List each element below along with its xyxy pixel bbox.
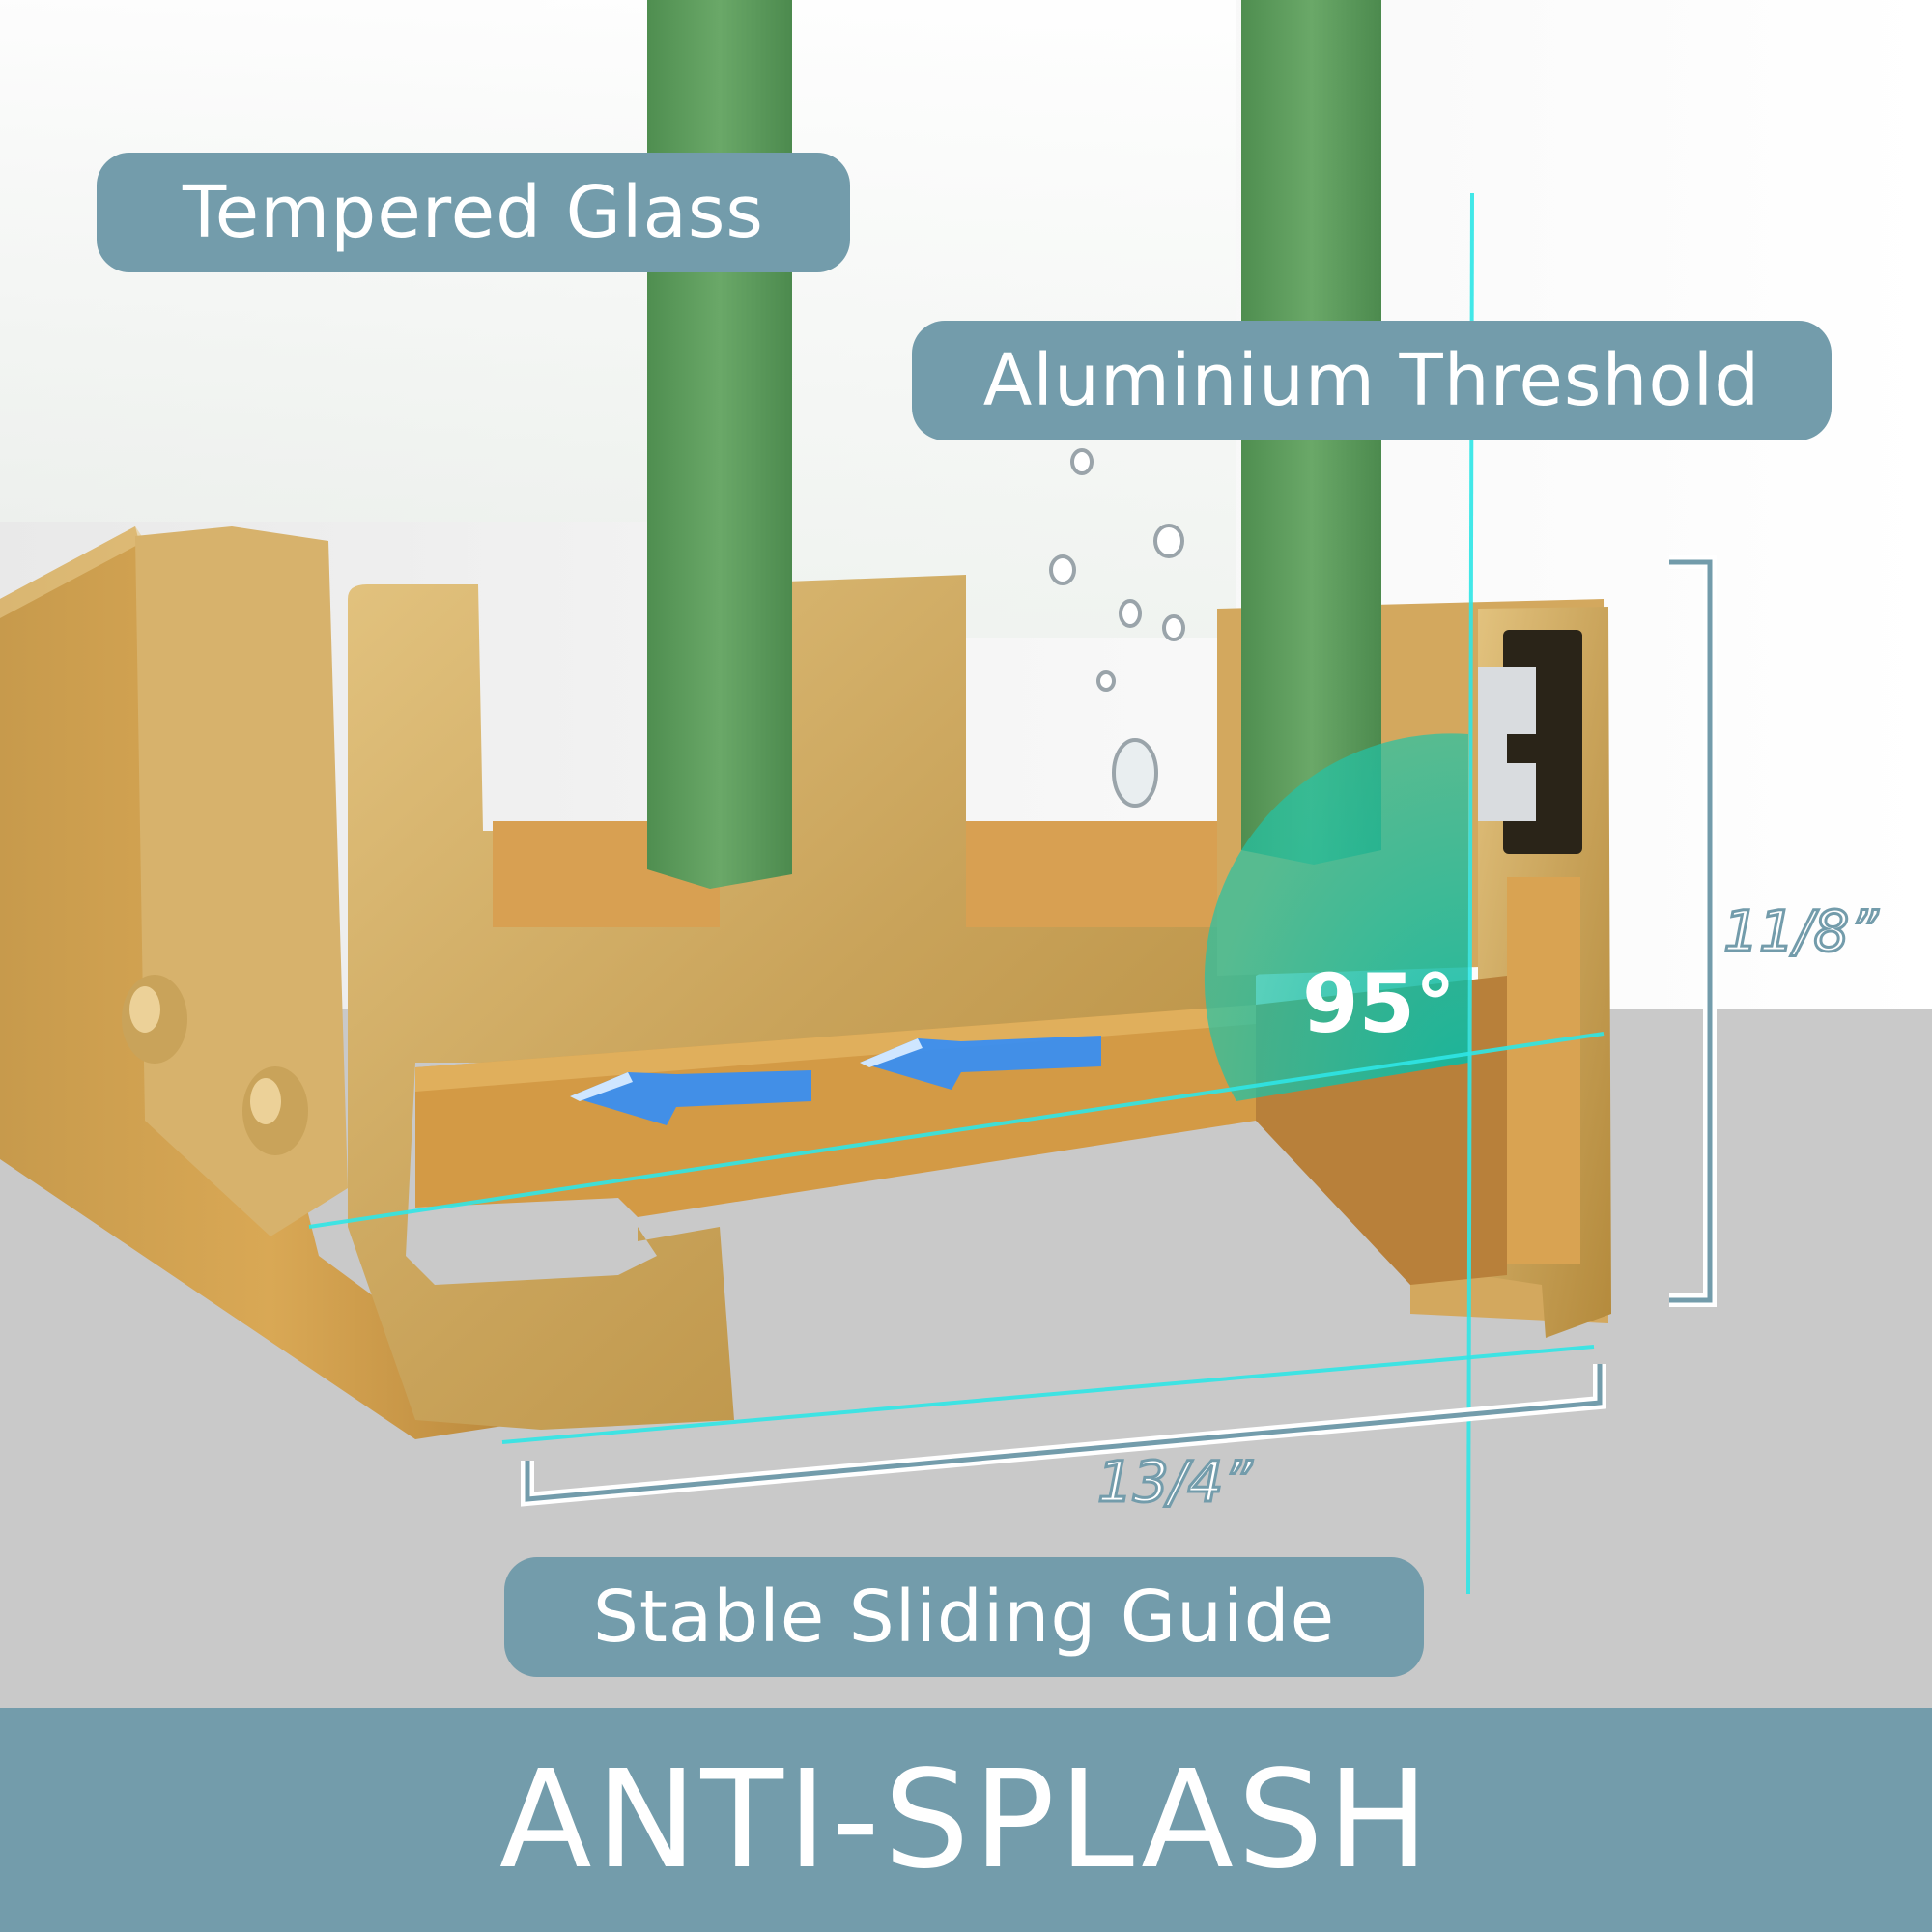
front-glass-edge xyxy=(647,0,792,889)
tempered-glass-text: Tempered Glass xyxy=(183,171,764,254)
angle-text: 95° xyxy=(1302,956,1456,1051)
angle-wedge xyxy=(1204,733,1468,1101)
aluminium-threshold-text: Aluminium Threshold xyxy=(982,339,1761,422)
rail-end-cap xyxy=(135,526,348,1236)
cyan-guide-line xyxy=(501,1345,1595,1444)
arrow-left-icon xyxy=(570,1070,811,1125)
tempered-glass-label: Tempered Glass xyxy=(97,153,850,272)
height-dimension-text: 11/8” xyxy=(1721,897,1879,966)
width-dimension-text: 13/4” xyxy=(1095,1448,1253,1517)
rubber-seal xyxy=(1478,667,1536,821)
footer-title: ANTI-SPLASH xyxy=(498,1741,1434,1899)
aluminium-threshold-label: Aluminium Threshold xyxy=(912,321,1832,440)
rail-side-face xyxy=(0,526,541,1439)
footer-banner: ANTI-SPLASH xyxy=(0,1708,1932,1932)
threshold-profile xyxy=(348,575,1275,1430)
water-droplet xyxy=(1112,738,1158,808)
arrow-left-icon xyxy=(860,1036,1101,1090)
stable-sliding-guide-text: Stable Sliding Guide xyxy=(592,1576,1336,1659)
stable-sliding-guide-label: Stable Sliding Guide xyxy=(504,1557,1424,1677)
slot-right xyxy=(966,821,1256,927)
cyan-guide-line xyxy=(308,1032,1605,1229)
